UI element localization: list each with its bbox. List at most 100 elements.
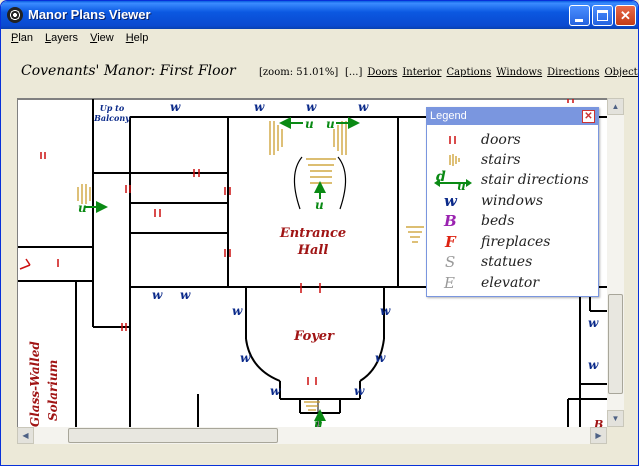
title-bar[interactable]: Manor Plans Viewer ✕	[1, 1, 638, 29]
legend-close-button[interactable]: ✕	[582, 110, 595, 123]
misc-marks	[19, 258, 31, 270]
svg-text:u: u	[305, 117, 314, 131]
svg-text:Foyer: Foyer	[293, 329, 335, 344]
maximize-button[interactable]	[592, 5, 613, 26]
svg-text:w: w	[306, 100, 317, 114]
legend-row-beds: B beds	[427, 211, 598, 231]
legend-label: fireplaces	[481, 234, 551, 250]
svg-text:w: w	[354, 384, 365, 398]
stairs-icon	[449, 154, 460, 166]
link-doors[interactable]: Doors	[367, 67, 398, 78]
svg-text:d: d	[436, 170, 446, 185]
window-icon: w	[444, 192, 457, 210]
scroll-up-button[interactable]: ▲	[607, 98, 624, 115]
svg-text:w: w	[270, 384, 281, 398]
scroll-down-button[interactable]: ▼	[607, 410, 624, 427]
statue-icon: S	[445, 253, 456, 271]
svg-text:w: w	[240, 351, 251, 365]
room-captions: Up to Balcony Entrance Hall Foyer Glass-…	[28, 103, 603, 427]
layer-links: [...] Doors Interior Captions Windows Di…	[345, 67, 639, 78]
link-directions[interactable]: Directions	[547, 67, 600, 78]
legend-row-stairs: stairs	[427, 150, 598, 170]
svg-text:w: w	[380, 304, 391, 318]
menu-help[interactable]: Help	[125, 32, 149, 44]
legend-row-windows: w windows	[427, 191, 598, 211]
svg-text:w: w	[358, 100, 369, 114]
menu-layers[interactable]: Layers	[45, 32, 79, 44]
stair-direction-icon: d u	[434, 170, 472, 190]
legend-row-doors: doors	[427, 130, 598, 150]
link-windows[interactable]: Windows	[496, 67, 543, 78]
svg-text:w: w	[588, 358, 599, 372]
legend-label: stairs	[481, 152, 521, 168]
vertical-scroll-thumb[interactable]	[608, 294, 623, 394]
scroll-left-button[interactable]: ◀	[17, 427, 34, 444]
minimize-button[interactable]	[569, 5, 590, 26]
close-icon: ✕	[620, 8, 631, 23]
svg-text:w: w	[180, 288, 191, 302]
legend-label: doors	[481, 132, 521, 148]
legend-label: elevator	[481, 275, 540, 291]
door-icon	[449, 136, 456, 144]
legend-row-fireplaces: F fireplaces	[427, 232, 598, 252]
link-captions[interactable]: Captions	[446, 67, 492, 78]
svg-text:Entrance: Entrance	[279, 226, 346, 241]
maximize-icon	[597, 10, 608, 21]
legend-row-elevator: E elevator	[427, 273, 598, 293]
bed-icon: B	[444, 212, 457, 230]
window-title: Manor Plans Viewer	[28, 7, 151, 22]
legend-row-statues: S statues	[427, 252, 598, 272]
horizontal-scrollbar[interactable]: ◀ ▶	[17, 427, 607, 444]
legend-title[interactable]: Legend	[427, 108, 598, 125]
direction-letters: u u u u u	[78, 117, 335, 427]
link-interior[interactable]: Interior	[402, 67, 442, 78]
horizontal-scroll-thumb[interactable]	[68, 428, 278, 443]
floor-title: Covenants' Manor: First Floor	[21, 63, 236, 79]
svg-text:w: w	[254, 100, 265, 114]
legend-panel[interactable]: Legend ✕ doors stairs d	[426, 107, 599, 297]
svg-text:u: u	[315, 198, 324, 212]
svg-text:u: u	[314, 417, 323, 427]
svg-text:u: u	[326, 117, 335, 131]
close-button[interactable]: ✕	[615, 5, 636, 26]
close-icon: ✕	[584, 111, 593, 122]
legend-label: stair directions	[481, 172, 589, 188]
app-icon	[7, 7, 23, 23]
legend-label: beds	[481, 213, 515, 229]
door-marks	[40, 99, 574, 385]
scroll-right-button[interactable]: ▶	[590, 427, 607, 444]
vertical-scrollbar[interactable]: ▲ ▼	[607, 98, 624, 427]
svg-text:w: w	[375, 351, 386, 365]
stair-direction-marks	[84, 117, 360, 425]
more-link[interactable]: [...]	[345, 67, 363, 78]
svg-text:Hall: Hall	[297, 243, 329, 258]
scroll-corner	[607, 427, 624, 444]
svg-text:Up to: Up to	[100, 103, 125, 113]
window-marks: w w w w w w w w w w w w w w	[152, 100, 599, 398]
fireplace-icon: F	[445, 233, 456, 251]
svg-text:Balcony: Balcony	[93, 113, 131, 123]
svg-text:w: w	[232, 304, 243, 318]
svg-text:w: w	[170, 100, 181, 114]
elevator-icon: E	[444, 274, 455, 292]
svg-text:u: u	[78, 201, 87, 215]
legend-label: windows	[481, 193, 544, 209]
legend-label: statues	[481, 254, 533, 270]
legend-row-stair-directions: d u stair directions	[427, 170, 598, 190]
svg-text:Glass-Walled: Glass-Walled	[28, 341, 42, 427]
minimize-icon	[575, 19, 583, 22]
menu-bar: Plan Layers View Help	[5, 29, 154, 47]
plan-header: Covenants' Manor: First Floor [zoom: 51.…	[5, 48, 638, 96]
svg-text:Solarium: Solarium	[46, 360, 60, 421]
zoom-label: [zoom: 51.01%]	[259, 67, 339, 78]
link-objects[interactable]: Objects	[604, 67, 639, 78]
svg-text:w: w	[588, 316, 599, 330]
svg-text:w: w	[152, 288, 163, 302]
svg-text:B: B	[593, 418, 603, 427]
menu-plan[interactable]: Plan	[11, 32, 34, 44]
menu-view[interactable]: View	[90, 32, 114, 44]
grand-stair-curves	[293, 156, 347, 210]
stairs-marks	[77, 121, 424, 411]
svg-text:u: u	[457, 179, 466, 190]
